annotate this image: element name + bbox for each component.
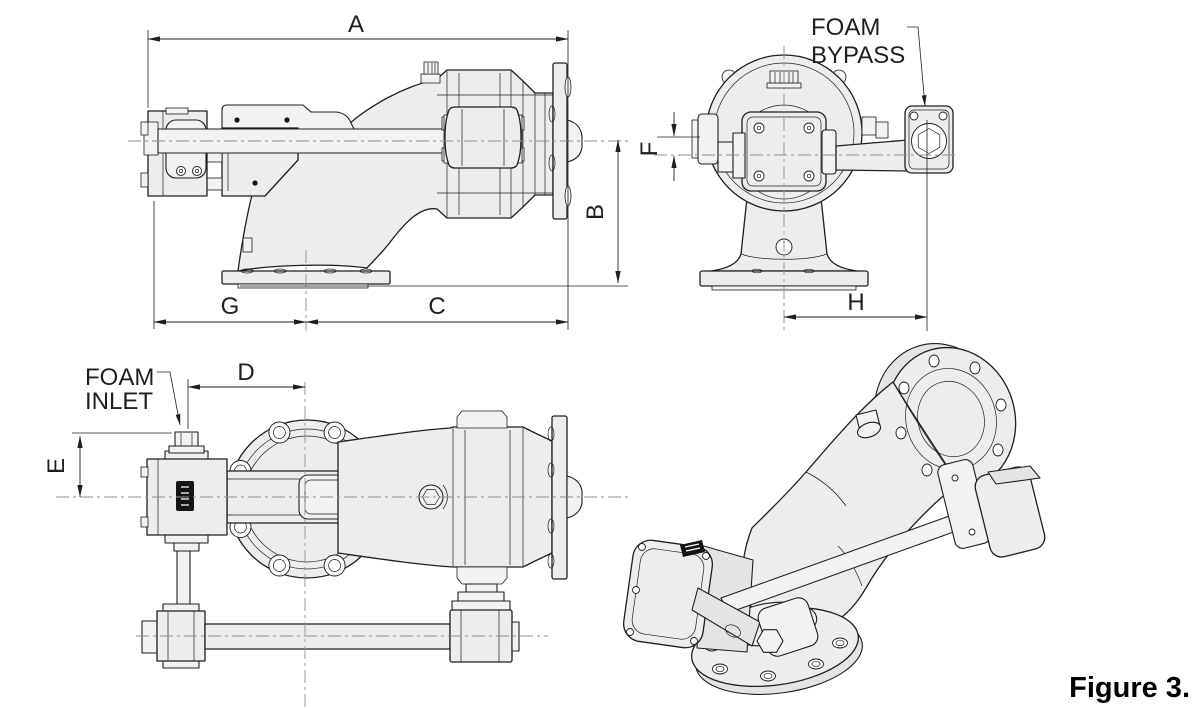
flush-fitting-flange [162,603,200,612]
vent-cap [423,61,439,75]
foam-bypass-callout: FOAM BYPASS [811,14,927,107]
bypass-fitting [875,121,889,139]
top-boss [456,410,508,429]
block-bolts [753,122,815,182]
dim-label-a: A [348,11,364,38]
outlet-flange-top [551,415,568,580]
drain-flange [457,591,505,602]
dimension-e: E [43,432,172,498]
shaft-boss [732,132,746,179]
bracket-bolts [234,117,290,186]
bottom-boss [456,566,508,585]
bell-clip [242,237,253,253]
iso-hex-nut [756,629,784,653]
block-tab [140,466,149,478]
rod-end-tab [140,172,149,188]
isometric-view [622,343,1046,695]
dim-label-f: F [636,142,663,157]
top-view: D E FOAM INLET [43,359,630,708]
foam-bypass-valve [904,105,954,174]
end-view: F H FOAM BYPASS [636,14,958,332]
iso-clevis-top [987,465,1041,485]
dimensions-side: A B G C [147,11,628,330]
mount-tab [206,177,223,191]
dim-label-d: D [237,359,254,386]
bypass-fitting [861,116,877,136]
bypass-arm [835,139,909,172]
dimension-d: D [187,359,306,429]
dim-label-e: E [43,458,70,474]
dimension-f: F [636,112,700,181]
block-tab [140,516,149,528]
iso-vent-boss [856,421,882,439]
swivel-joint-side [441,106,525,169]
outlet-flange-bolts-top [547,426,555,569]
dim-label-g: G [221,293,240,320]
flush-end-cap [141,620,158,654]
drain-cap [511,621,520,652]
base-flange-slots [240,268,373,274]
dim-label-b: B [582,204,609,220]
flush-line [141,583,520,669]
block-flange-bottom [164,534,209,544]
figure-caption: Figure 3. [1069,672,1190,704]
dim-label-c: C [428,293,445,320]
foam-bypass-label-line2: BYPASS [811,42,905,69]
foam-inlet-label-line1: FOAM [85,364,154,391]
bypass-port-flange [821,129,837,175]
foam-inlet-callout: FOAM INLET [85,364,181,426]
gearbox-top-slot [165,107,189,115]
flush-pipe [204,623,451,650]
diffuser-tip-top [566,475,583,519]
diffuser-tip-side [566,119,583,163]
rod-end-tab [140,121,149,136]
foam-inlet-label-line2: INLET [85,388,153,415]
dimension-h: H [783,120,928,331]
housing-cover [221,104,355,130]
nameplate-top [176,481,194,511]
rod-port-cap [691,119,699,159]
dim-label-h: H [847,289,864,316]
iso-crank-arm [691,587,761,647]
foam-inlet-fitting [168,431,205,454]
stem-flange [173,542,200,552]
foam-bypass-label-line1: FOAM [811,14,880,41]
side-view: A B G C [128,11,628,331]
shaft-boss-step [717,141,734,173]
vent-boss [420,73,441,84]
rod-port-flange [697,113,719,165]
flush-fitting-flange [162,660,200,669]
